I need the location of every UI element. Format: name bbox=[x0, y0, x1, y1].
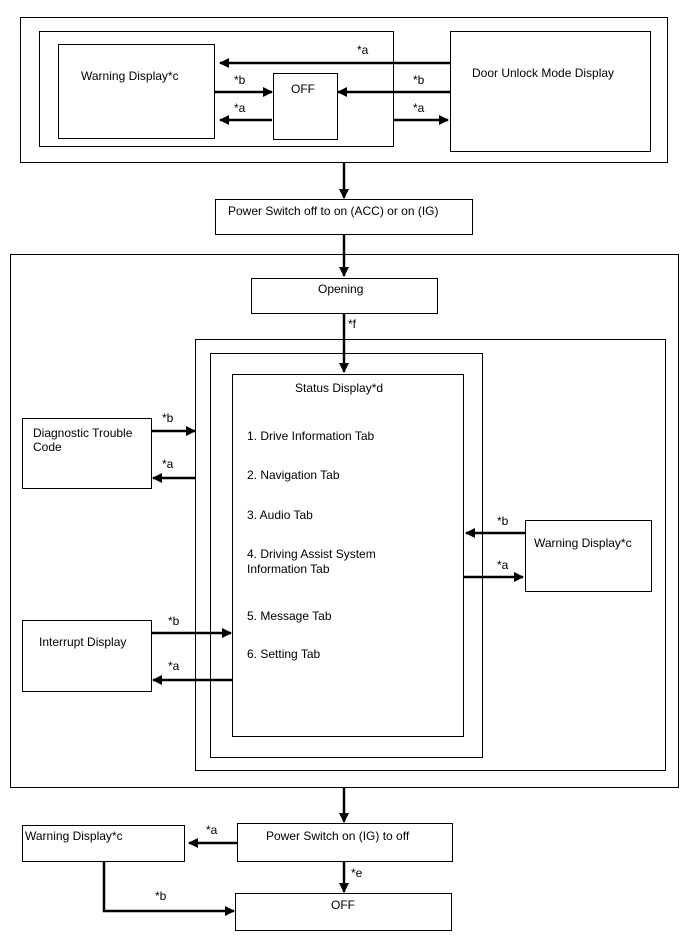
interrupt-display-box: Interrupt Display bbox=[22, 620, 152, 692]
tag-b-dtc: *b bbox=[162, 411, 174, 425]
warning-display-right-box: Warning Display*c bbox=[525, 520, 652, 592]
status-outer-frame bbox=[195, 339, 666, 771]
main-outer-frame bbox=[10, 254, 679, 788]
status-item-setting: 6. Setting Tab bbox=[247, 647, 321, 661]
arrow-warning-to-off-bottom bbox=[102, 862, 235, 916]
status-item-drive-info: 1. Drive Information Tab bbox=[247, 429, 375, 443]
tag-b-warning-off: *b bbox=[234, 73, 246, 87]
warning-display-top-label: Warning Display*c bbox=[81, 69, 179, 83]
dtc-label-line2: Code bbox=[33, 440, 62, 454]
tag-a-off-warning: *a bbox=[234, 101, 246, 115]
tag-a-warning-right: *a bbox=[497, 558, 509, 572]
opening-label: Opening bbox=[318, 282, 364, 296]
tag-a-interrupt: *a bbox=[168, 659, 180, 673]
top-outer-frame bbox=[20, 17, 668, 163]
status-item-driving-assist-cont: Information Tab bbox=[247, 562, 330, 576]
door-unlock-box: Door Unlock Mode Display bbox=[450, 31, 651, 152]
off-top-box: OFF bbox=[273, 73, 338, 140]
off-bottom-box: OFF bbox=[235, 893, 452, 931]
status-item-driving-assist: 4. Driving Assist System bbox=[247, 547, 376, 561]
status-item-message: 5. Message Tab bbox=[247, 609, 332, 623]
tag-a-door-warning: *a bbox=[357, 43, 369, 57]
status-display-box: Status Display*d 1. Drive Information Ta… bbox=[232, 374, 464, 737]
status-display-label: Status Display*d bbox=[295, 381, 384, 395]
off-top-label: OFF bbox=[291, 82, 315, 96]
tag-e: *e bbox=[351, 866, 363, 880]
warning-display-right-label: Warning Display*c bbox=[534, 536, 632, 550]
tag-b-warning-right: *b bbox=[497, 514, 509, 528]
tag-b-door-off: *b bbox=[413, 73, 425, 87]
dtc-label-line1: Diagnostic Trouble bbox=[33, 426, 133, 440]
door-unlock-label: Door Unlock Mode Display bbox=[472, 66, 615, 80]
tag-a-off-door: *a bbox=[413, 101, 425, 115]
power-off-label: Power Switch on (IG) to off bbox=[266, 829, 410, 843]
dtc-box: Diagnostic Trouble Code bbox=[22, 418, 152, 489]
status-middle-frame bbox=[210, 353, 483, 758]
tag-b-bottom: *b bbox=[155, 889, 167, 903]
power-on-box: Power Switch off to on (ACC) or on (IG) bbox=[215, 199, 473, 235]
tag-a-dtc: *a bbox=[162, 457, 174, 471]
top-inner-frame bbox=[39, 31, 394, 147]
interrupt-display-label: Interrupt Display bbox=[39, 635, 127, 649]
off-bottom-label: OFF bbox=[331, 898, 355, 912]
tag-b-interrupt: *b bbox=[168, 614, 180, 628]
status-item-navigation: 2. Navigation Tab bbox=[247, 468, 340, 482]
tag-a-bottom: *a bbox=[206, 823, 218, 837]
status-item-audio: 3. Audio Tab bbox=[247, 508, 313, 522]
warning-display-bottom-box: Warning Display*c bbox=[22, 825, 185, 862]
power-off-box: Power Switch on (IG) to off bbox=[237, 823, 453, 862]
tag-f: *f bbox=[348, 317, 357, 331]
warning-display-bottom-label: Warning Display*c bbox=[25, 829, 123, 843]
opening-box: Opening bbox=[251, 278, 438, 314]
power-on-label: Power Switch off to on (ACC) or on (IG) bbox=[228, 204, 439, 218]
warning-display-top-box: Warning Display*c bbox=[58, 44, 215, 139]
